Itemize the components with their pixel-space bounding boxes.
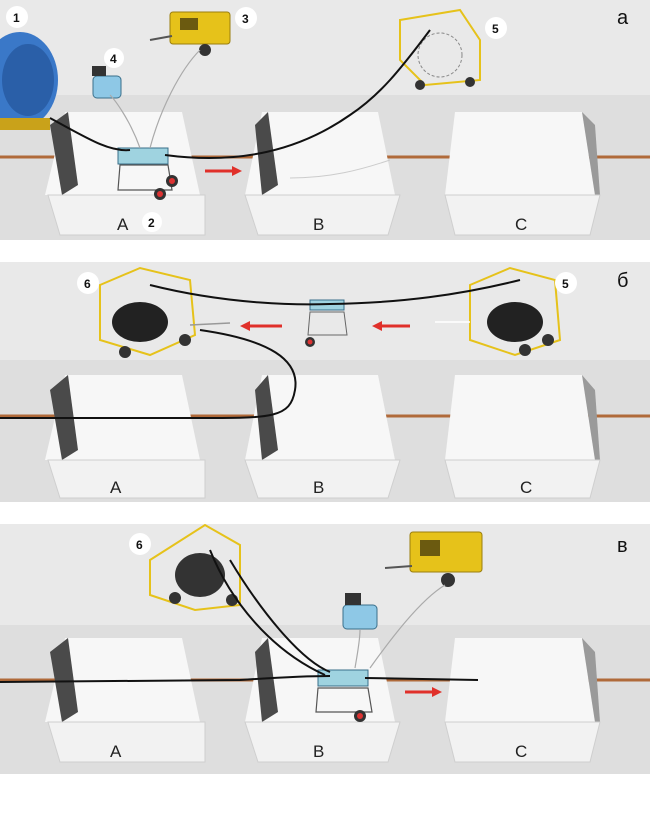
callout: 2 xyxy=(142,212,162,232)
panel-letter: а xyxy=(617,7,629,29)
pit-label: С xyxy=(515,742,527,761)
pit-label: А xyxy=(110,742,122,761)
svg-text:5: 5 xyxy=(492,22,499,36)
pit-b: В xyxy=(245,375,400,498)
panel-a: А В С xyxy=(0,0,650,240)
panel-b: А В С xyxy=(0,262,650,502)
pit-label: С xyxy=(515,215,527,234)
callout: 5 xyxy=(485,17,507,39)
svg-text:6: 6 xyxy=(84,277,91,291)
pit-label: В xyxy=(313,742,324,761)
pit-a: А xyxy=(45,375,205,498)
svg-text:4: 4 xyxy=(110,52,117,66)
pit-label: В xyxy=(313,215,324,234)
callout: 3 xyxy=(235,7,257,29)
svg-text:6: 6 xyxy=(136,538,143,552)
pit-label: С xyxy=(520,478,532,497)
pit-label: В xyxy=(313,478,324,497)
svg-text:3: 3 xyxy=(242,12,249,26)
pit-c: С xyxy=(445,375,600,498)
panel-divider xyxy=(0,240,650,262)
callout: 1 xyxy=(6,6,28,28)
panel-c: А В С xyxy=(0,524,650,774)
page-margin xyxy=(0,774,650,828)
pit-label: А xyxy=(117,215,129,234)
callout: 6 xyxy=(77,272,99,294)
pit-c: С xyxy=(445,112,600,235)
pit-a: А xyxy=(45,638,205,762)
callout: 4 xyxy=(104,48,124,68)
pit-a: А xyxy=(45,112,205,235)
panel-divider xyxy=(0,502,650,524)
callout: 5 xyxy=(555,272,577,294)
svg-text:1: 1 xyxy=(13,11,20,25)
svg-text:5: 5 xyxy=(562,277,569,291)
callout: 6 xyxy=(129,533,151,555)
pit-b: В xyxy=(245,638,400,762)
pit-b: В xyxy=(245,112,400,235)
panel-letter: б xyxy=(617,270,628,292)
svg-text:2: 2 xyxy=(148,216,155,230)
pit-c: С xyxy=(445,638,600,762)
pit-label: А xyxy=(110,478,122,497)
panel-letter: в xyxy=(617,535,628,557)
